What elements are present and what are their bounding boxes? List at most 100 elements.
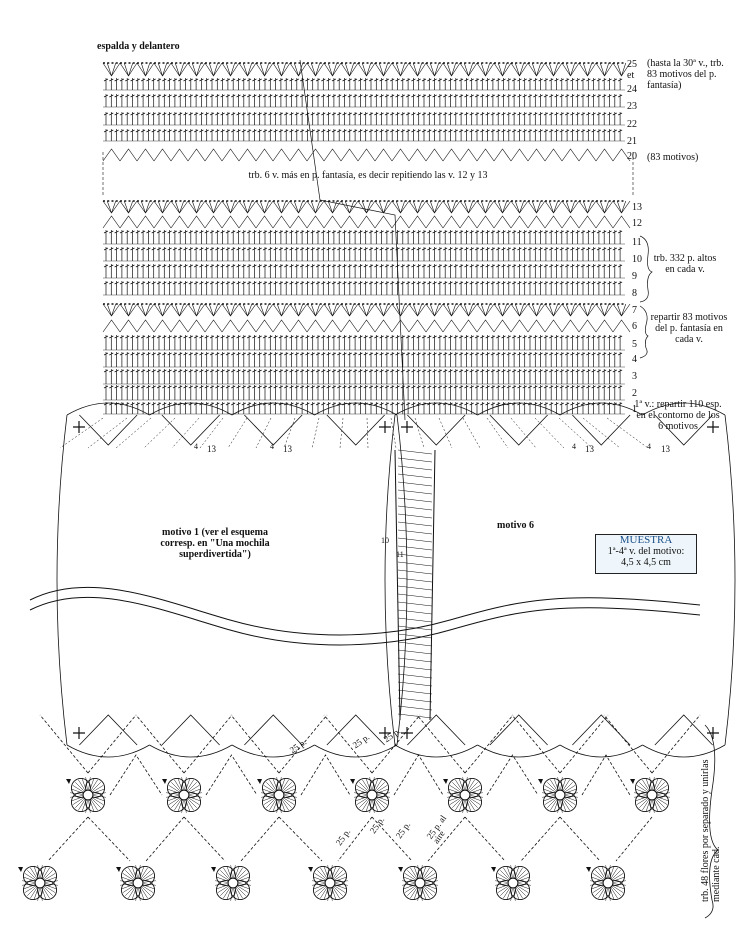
bracket-flowers [704,724,719,919]
row-number: 21 [627,136,637,147]
row-number: 9 [632,271,637,282]
flower-petal-stitches [70,777,88,795]
flower-petal-stitches [261,795,279,813]
treble-row-1 [103,402,623,414]
flower-petal [181,777,202,798]
flower-row1-7 [630,777,670,813]
flower-petal-stitches [420,865,438,883]
mark-4-a: 4 [194,442,198,451]
flower-petal-stitches [120,865,138,883]
note-rows5-7-line1: repartir 83 motivos [650,312,728,323]
flower-petal-stitches [233,865,251,883]
gauge-title: MUESTRA [619,534,673,546]
treble-row-3 [103,369,623,384]
row-number: 10 [632,254,642,265]
motif1-label-line3: superdivertida") [179,549,251,560]
treble-row-9 [103,264,623,278]
flower-petal-stitches [372,777,390,795]
motif-1-outline [56,402,408,758]
note-rows5-7-line2: del p. fantasía en [655,323,723,334]
start-marker [538,779,543,784]
row-number: 7 [632,305,637,316]
flower-row2-2 [116,865,156,901]
start-marker [491,867,496,872]
flower-petal-stitches [465,777,483,795]
flower-center [459,789,471,801]
gauge-line2: 4,5 x 4,5 cm [621,557,671,568]
flower-petal-stitches [138,865,156,883]
flower-row1-6 [538,777,578,813]
flower-petal [230,865,251,886]
flower-petal [605,865,626,886]
flower-petal-stitches [542,795,560,813]
start-marker [443,779,448,784]
flower-row2-5 [398,865,438,901]
flower-petal [417,865,438,886]
flower-petal-stitches [261,777,279,795]
flower-petal [369,777,390,798]
flower-petal [327,865,348,886]
flower-center [646,789,658,801]
flower-row2-6 [491,865,531,901]
flower-center [178,789,190,801]
treble-row-8 [103,281,623,295]
flower-petal-stitches [88,777,106,795]
flower-petal-stitches [279,777,297,795]
row-number: 4 [632,354,637,365]
start-marker [162,779,167,784]
repeat-rows-box-text: trb. 6 v. más en p. fantasía, es decir r… [248,169,488,181]
repeat-box-sides [102,152,634,197]
break-line-top [29,586,701,636]
treble-row-5 [103,335,623,350]
motif-1-outline-corners [73,421,391,739]
start-marker [18,867,23,872]
start-marker [211,867,216,872]
row-number: 1 [632,404,637,415]
flower-center [554,789,566,801]
flower-row2-3 [211,865,251,901]
motif1-label-line1: motivo 1 (ver el esquema [162,527,268,538]
flower-petal-stitches [542,777,560,795]
treble-row-2 [103,385,623,400]
flower-petal [557,777,578,798]
treble-row-22 [103,112,623,125]
note-rows5-7-line3: cada v. [675,334,703,345]
treble-row-10 [103,247,623,261]
fan-row-13 [102,200,631,214]
page-title: espalda y delantero [97,41,180,52]
mark-13-a: 13 [207,444,216,454]
fan-row-20 [102,148,631,162]
note-row1-line1: 1ª v.: repartir 110 esp. [634,399,722,410]
flower-petal-stitches [22,883,40,901]
flower-row2-4 [308,865,348,901]
flower-petal-stitches [22,865,40,883]
note-row25-line2: 83 motivos del p. [647,69,717,80]
mark-4-b: 4 [270,442,274,451]
center-marker-line [299,59,406,421]
mark-10: 10 [381,536,389,545]
mark-13-c: 13 [585,444,594,454]
flower-petal [85,777,106,798]
flower-petal-stitches [608,865,626,883]
flower-row2-7 [586,865,626,901]
row-number: 24 [627,84,637,95]
row-number: 11 [632,237,642,248]
motif1-label-line2: corresp. en "Una mochila [160,538,270,549]
flower-petal-stitches [495,883,513,901]
bracket-rows5-7 [639,305,649,359]
row-number: 2 [632,388,637,399]
gauge-box: MUESTRA 1ª-4ª v. del motivo: 4,5 x 4,5 c… [595,534,697,574]
flower-petal-stitches [40,865,58,883]
start-marker [350,779,355,784]
flower-petal-stitches [560,777,578,795]
flower-petal-stitches [634,795,652,813]
flower-petal-stitches [402,883,420,901]
start-marker [586,867,591,872]
flower-row1-2 [162,777,202,813]
mark-4-c: 4 [572,442,576,451]
mark-13-b: 13 [283,444,292,454]
flower-row1-4 [350,777,390,813]
flower-petal-stitches [634,777,652,795]
flower-petal-stitches [120,883,138,901]
